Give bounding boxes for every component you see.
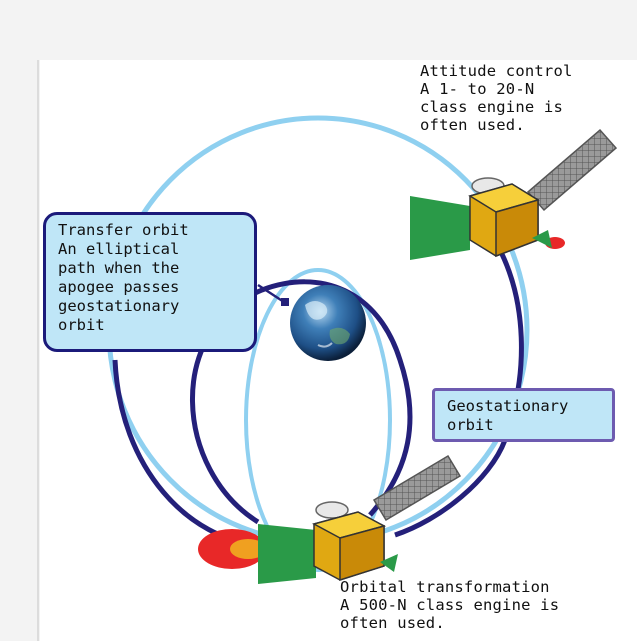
earth-icon <box>290 285 366 361</box>
solar-panel-icon <box>528 130 616 210</box>
transfer-orbit-callout: Transfer orbit An elliptical path when t… <box>43 212 257 352</box>
orbital-transformation-label: Orbital transformation A 500-N class eng… <box>340 578 559 632</box>
geostationary-orbit-callout: Geostationary orbit <box>432 388 615 442</box>
satellite-icon <box>198 456 460 584</box>
geo-orbit-dark-arc <box>115 360 260 545</box>
satellite-icon <box>410 130 616 260</box>
attitude-control-label: Attitude control A 1- to 20-N class engi… <box>420 62 573 134</box>
engine-flame-icon <box>198 529 266 569</box>
